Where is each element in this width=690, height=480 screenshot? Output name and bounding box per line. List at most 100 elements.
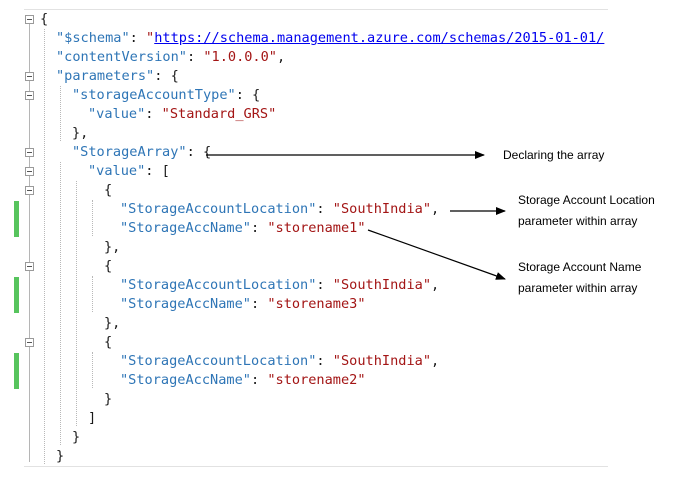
collapse-toggle-icon[interactable] [25, 72, 34, 81]
json-key: "value" [88, 163, 146, 179]
code-line[interactable]: "storageAccountType": { [72, 86, 260, 105]
punctuation: , [431, 201, 440, 217]
punctuation: { [104, 182, 113, 198]
punctuation: { [40, 11, 49, 27]
code-line[interactable]: "StorageAccountLocation": "SouthIndia", [120, 276, 439, 295]
collapse-toggle-icon[interactable] [25, 186, 34, 195]
punctuation: } [56, 448, 65, 464]
json-key: "StorageAccountLocation" [120, 277, 317, 293]
json-key: "parameters" [56, 68, 155, 84]
json-string: "storename3" [267, 296, 366, 312]
code-line[interactable]: "StorageAccName": "storename2" [120, 371, 366, 390]
code-line[interactable]: "StorageAccName": "storename3" [120, 295, 366, 314]
json-key: "StorageAccName" [120, 296, 251, 312]
collapse-toggle-icon[interactable] [25, 91, 34, 100]
location-parameter-label: Storage Account Location parameter withi… [518, 190, 655, 232]
punctuation: }, [104, 315, 121, 331]
outline-line [29, 22, 30, 462]
json-key: "StorageAccountLocation" [120, 353, 317, 369]
json-string: "Standard_GRS" [161, 106, 277, 122]
change-indicator [14, 353, 19, 389]
collapse-toggle-icon[interactable] [25, 338, 34, 347]
name-arrow [367, 229, 506, 280]
declaring-array-label: Declaring the array [503, 148, 605, 162]
code-line[interactable]: "StorageAccountLocation": "SouthIndia", [120, 200, 439, 219]
json-key: "StorageAccName" [120, 220, 251, 236]
json-key: "storageAccountType" [72, 87, 236, 103]
code-line[interactable]: "StorageAccountLocation": "SouthIndia", [120, 352, 439, 371]
code-line[interactable]: }, [104, 314, 120, 333]
editor-bottom-border [24, 466, 608, 467]
indent-guide [44, 29, 45, 464]
json-string: "1.0.0.0" [203, 49, 277, 65]
json-string: "SouthIndia" [332, 353, 432, 369]
indent-guide [60, 86, 61, 141]
punctuation: : [316, 353, 333, 369]
punctuation: } [104, 391, 113, 407]
code-line[interactable]: }, [72, 124, 88, 143]
punctuation: : [316, 277, 333, 293]
code-line[interactable]: } [72, 428, 80, 447]
editor-top-border [24, 9, 608, 10]
code-line[interactable]: "contentVersion": "1.0.0.0", [56, 48, 285, 67]
collapse-toggle-icon[interactable] [25, 167, 34, 176]
code-line[interactable]: "StorageAccName": "storename1" [120, 219, 366, 238]
json-key: "value" [88, 106, 146, 122]
punctuation: : [ [145, 163, 170, 179]
code-line[interactable]: { [104, 257, 112, 276]
indent-guide [60, 162, 61, 445]
punctuation: : [250, 296, 268, 312]
punctuation: , [431, 353, 440, 369]
punctuation: }, [104, 239, 121, 255]
indent-guide [92, 200, 93, 236]
code-line[interactable]: { [104, 181, 112, 200]
code-line[interactable]: "parameters": { [56, 67, 179, 86]
punctuation: : { [235, 87, 261, 103]
punctuation: : [250, 220, 268, 236]
punctuation: : [145, 106, 162, 122]
json-key: "StorageAccountLocation" [120, 201, 317, 217]
code-line[interactable]: { [104, 333, 112, 352]
location-label-line2: parameter within array [518, 214, 638, 228]
json-string: "SouthIndia" [332, 277, 432, 293]
json-key: "StorageAccName" [120, 372, 251, 388]
punctuation: } [72, 429, 81, 445]
change-indicator [14, 277, 19, 313]
punctuation: ] [88, 410, 97, 426]
name-parameter-label: Storage Account Name parameter within ar… [518, 257, 641, 299]
json-key: "$schema" [56, 30, 130, 46]
code-line[interactable]: "value": "Standard_GRS" [88, 105, 276, 124]
punctuation: : { [154, 68, 179, 84]
json-key: "StorageArray" [72, 144, 187, 160]
punctuation: : [316, 201, 333, 217]
schema-link[interactable]: https://schema.management.azure.com/sche… [154, 30, 605, 46]
punctuation: }, [72, 125, 89, 141]
name-label-line1: Storage Account Name [518, 260, 642, 274]
code-editor[interactable]: { "$schema": "https://schema.management.a… [0, 0, 608, 470]
punctuation: , [277, 49, 286, 65]
code-line[interactable]: ] [88, 409, 96, 428]
punctuation: : [186, 49, 204, 65]
punctuation: : { [186, 144, 212, 160]
indent-guide [92, 352, 93, 388]
location-label-line1: Storage Account Location [518, 193, 655, 207]
json-string: "storename1" [267, 220, 366, 236]
collapse-toggle-icon[interactable] [25, 262, 34, 271]
indent-guide [92, 276, 93, 312]
json-string: "storename2" [267, 372, 366, 388]
code-line[interactable]: "StorageArray": { [72, 143, 211, 162]
code-line[interactable]: } [104, 390, 112, 409]
code-line[interactable]: }, [104, 238, 120, 257]
code-line[interactable]: { [40, 10, 48, 29]
punctuation: { [104, 334, 113, 350]
code-line[interactable]: "value": [ [88, 162, 170, 181]
punctuation: , [431, 277, 440, 293]
indent-guide [76, 181, 77, 426]
name-label-line2: parameter within array [518, 281, 638, 295]
collapse-toggle-icon[interactable] [25, 15, 34, 24]
json-string: " [146, 30, 155, 46]
code-line[interactable]: "$schema": "https://schema.management.az… [56, 29, 604, 48]
code-line[interactable]: } [56, 447, 64, 466]
collapse-toggle-icon[interactable] [25, 148, 34, 157]
